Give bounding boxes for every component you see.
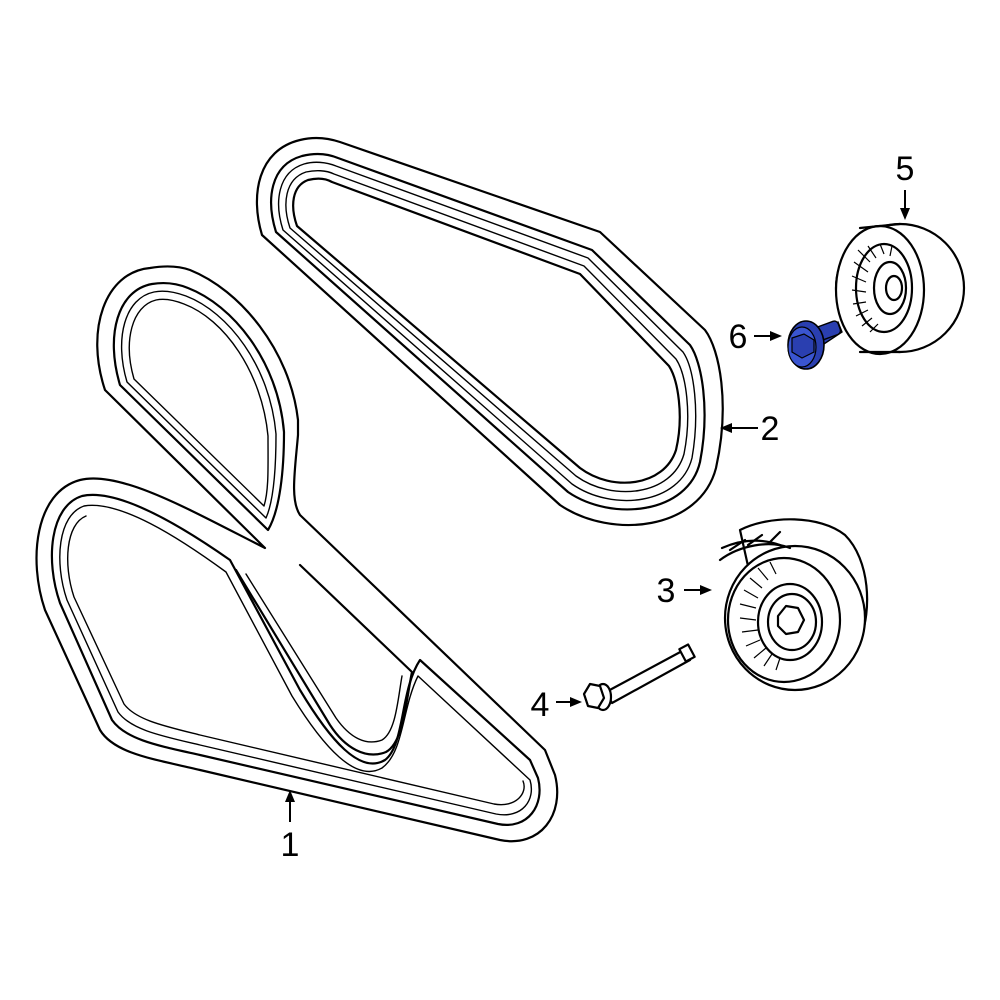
callout-6: 6 [729, 318, 748, 356]
leader-lines [285, 190, 910, 822]
bolt-4[interactable] [582, 643, 696, 712]
belt-1[interactable] [35, 265, 559, 843]
idler-pulley-fins [851, 243, 893, 333]
callout-3: 3 [657, 572, 676, 610]
callout-1: 1 [281, 826, 300, 864]
belt-2[interactable] [255, 136, 724, 527]
bolt-6[interactable] [787, 320, 843, 370]
callout-4: 4 [531, 686, 550, 724]
callout-5: 5 [896, 150, 915, 188]
tensioner-pulley-fins [739, 561, 781, 671]
callout-2: 2 [761, 410, 780, 448]
idler-pulley-5[interactable] [834, 222, 966, 356]
tensioner-3[interactable] [718, 518, 869, 692]
